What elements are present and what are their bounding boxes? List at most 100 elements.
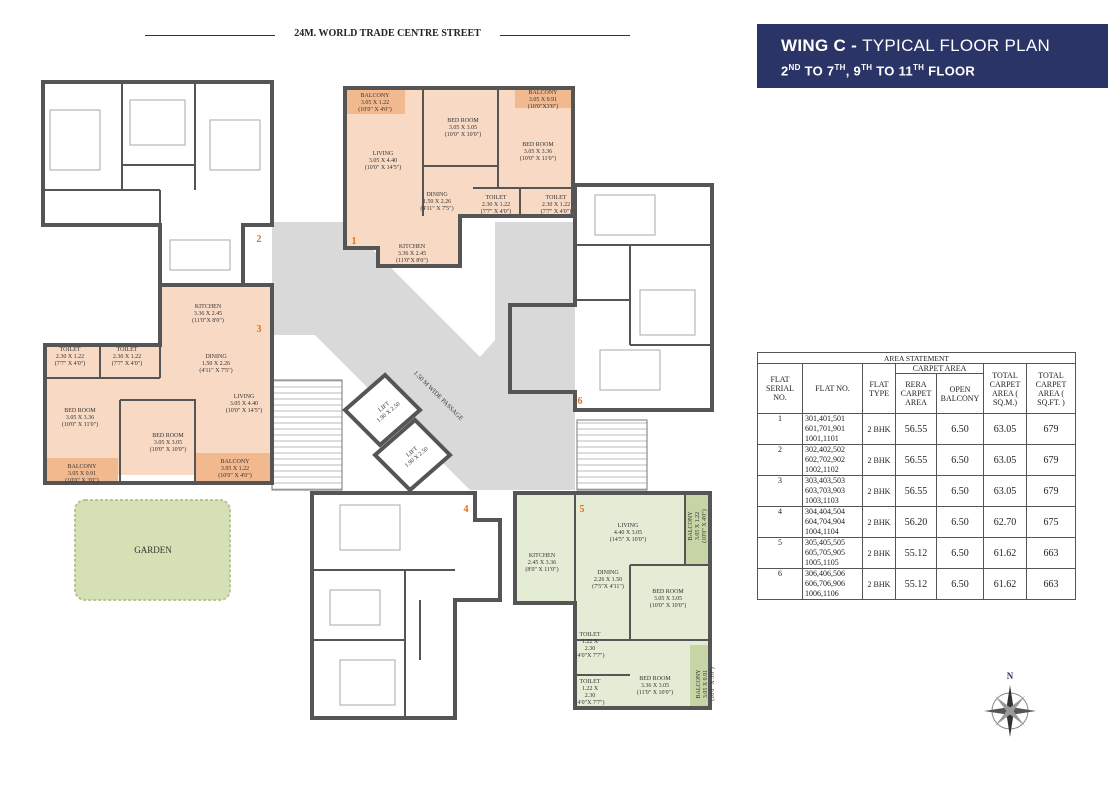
- cell-total-sqm: 61.62: [983, 568, 1027, 600]
- compass-icon: [984, 685, 1036, 737]
- cell-total-sqft: 679: [1026, 444, 1076, 476]
- cell-type: 2 BHK: [862, 506, 896, 538]
- cell-serial: 2: [757, 444, 803, 476]
- cell-serial: 6: [757, 568, 803, 600]
- cell-balcony: 6.50: [936, 537, 984, 569]
- cell-serial: 5: [757, 537, 803, 569]
- cell-rera: 56.20: [895, 506, 937, 538]
- unit-number-5: 5: [580, 504, 585, 515]
- cell-total-sqm: 63.05: [983, 413, 1027, 445]
- header-rera: RERA CARPET AREA: [895, 373, 937, 414]
- cell-total-sqm: 62.70: [983, 506, 1027, 538]
- cell-type: 2 BHK: [862, 537, 896, 569]
- plan-title-box: WING C - TYPICAL FLOOR PLAN 2ND TO 7TH, …: [757, 24, 1108, 88]
- unit-number-1: 1: [352, 236, 357, 247]
- cell-balcony: 6.50: [936, 413, 984, 445]
- header-total-sqm: TOTAL CARPET AREA ( SQ.M.): [983, 363, 1027, 414]
- cell-total-sqft: 663: [1026, 568, 1076, 600]
- room-label-balcony: BALCONY3.05 X 1.22(10'0" X 4'0"): [688, 509, 708, 542]
- wing-name: WING C: [781, 36, 847, 55]
- header-total-sqft: TOTAL CARPET AREA ( SQ.FT. ): [1026, 363, 1076, 414]
- staircase-left: [271, 379, 343, 491]
- cell-rera: 55.12: [895, 568, 937, 600]
- staircase-right: [576, 419, 648, 491]
- cell-total-sqft: 679: [1026, 413, 1076, 445]
- cell-type: 2 BHK: [862, 568, 896, 600]
- flat-3: [43, 283, 274, 485]
- cell-type: 2 BHK: [862, 413, 896, 445]
- unit-number-3: 3: [257, 324, 262, 335]
- cell-total-sqm: 61.62: [983, 537, 1027, 569]
- title-dash: -: [846, 36, 863, 55]
- cell-total-sqft: 675: [1026, 506, 1076, 538]
- flat-4: [310, 491, 502, 720]
- unit-number-6: 6: [578, 396, 583, 407]
- flat-5: [513, 491, 712, 710]
- unit-number-4: 4: [464, 504, 469, 515]
- cell-serial: 3: [757, 475, 803, 507]
- cell-serial: 1: [757, 413, 803, 445]
- cell-type: 2 BHK: [862, 475, 896, 507]
- cell-rera: 56.55: [895, 475, 937, 507]
- flat-6: [508, 183, 714, 412]
- cell-total-sqft: 679: [1026, 475, 1076, 507]
- cell-balcony: 6.50: [936, 506, 984, 538]
- header-flat-no: FLAT NO.: [802, 363, 863, 414]
- street-label-text: 24M. WORLD TRADE CENTRE STREET: [290, 28, 485, 39]
- cell-total-sqm: 63.05: [983, 475, 1027, 507]
- garden-label: GARDEN: [134, 545, 172, 555]
- cell-balcony: 6.50: [936, 568, 984, 600]
- header-open-balcony: OPEN BALCONY: [936, 373, 984, 414]
- cell-balcony: 6.50: [936, 444, 984, 476]
- cell-balcony: 6.50: [936, 475, 984, 507]
- compass-north-label: N: [1007, 671, 1014, 681]
- cell-rera: 56.55: [895, 413, 937, 445]
- cell-rera: 55.12: [895, 537, 937, 569]
- cell-rera: 56.55: [895, 444, 937, 476]
- room-label-balcony: BALCONY3.05 X 0.91(10'0" X 3'0"): [696, 667, 716, 700]
- lift-block: [342, 372, 453, 493]
- garden: [74, 499, 231, 601]
- cell-total-sqft: 663: [1026, 537, 1076, 569]
- plan-type: TYPICAL FLOOR PLAN: [862, 36, 1051, 55]
- plan-title: WING C - TYPICAL FLOOR PLAN: [781, 36, 1050, 56]
- header-serial: FLAT SERIAL NO.: [757, 363, 803, 414]
- unit-number-2: 2: [257, 234, 262, 245]
- plan-floors: 2ND TO 7TH, 9TH TO 11TH FLOOR: [781, 63, 976, 79]
- header-flat-type: FLAT TYPE: [862, 363, 896, 414]
- flat-2: [41, 80, 274, 287]
- flat-1: [343, 86, 575, 268]
